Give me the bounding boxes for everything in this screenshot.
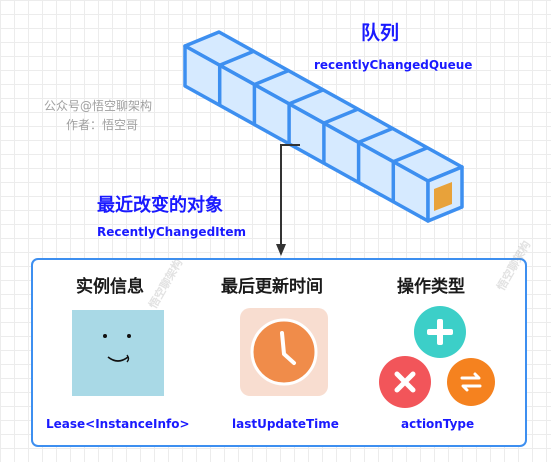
arrow xyxy=(280,144,300,246)
queue-subtitle: recentlyChangedQueue xyxy=(314,58,473,72)
queue-item xyxy=(434,182,452,211)
caption-last-update-time: lastUpdateTime xyxy=(232,417,339,431)
plus-icon xyxy=(414,306,466,358)
watermark-line2: 作者：悟空哥 xyxy=(66,118,139,132)
queue-blocks xyxy=(183,30,464,223)
column-title-instance-info: 实例信息 xyxy=(76,277,144,297)
smiley-face-drawing xyxy=(103,334,131,363)
close-icon xyxy=(379,356,431,408)
watermark-line1: 公众号@悟空聊架构 xyxy=(44,99,153,113)
watermark: 公众号@悟空聊架构 作者：悟空哥 xyxy=(44,97,152,135)
caption-lease-instance-info: Lease<InstanceInfo> xyxy=(46,417,190,431)
caption-action-type: actionType xyxy=(401,417,475,431)
object-title: 最近改变的对象 xyxy=(97,195,223,216)
queue-title: 队列 xyxy=(361,22,400,44)
arrow-head xyxy=(276,244,286,256)
column-title-action-type: 操作类型 xyxy=(397,277,465,297)
clock-icon xyxy=(250,318,318,386)
object-subtitle: RecentlyChangedItem xyxy=(97,225,246,239)
swap-icon xyxy=(447,358,495,406)
smiley-face-icon xyxy=(72,310,164,396)
column-title-last-update-time: 最后更新时间 xyxy=(221,277,323,297)
